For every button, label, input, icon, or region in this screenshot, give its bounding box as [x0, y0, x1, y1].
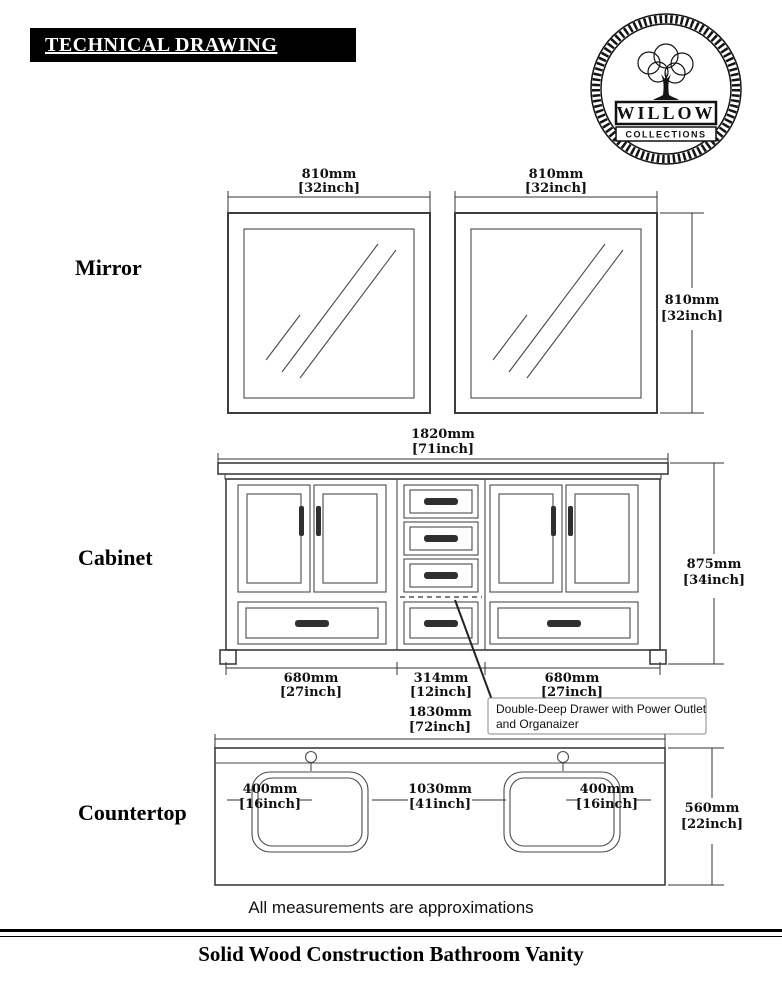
footer-rule-thick: [0, 929, 782, 932]
dim-text: 1830mm: [408, 705, 472, 720]
dim-text: [16inch]: [239, 797, 301, 812]
dim-text: [12inch]: [410, 685, 472, 700]
dim-text: 400mm: [243, 782, 298, 797]
cabinet-leg-left: [219, 649, 237, 665]
dim-text: 875mm: [687, 557, 742, 572]
dim-text: 400mm: [580, 782, 635, 797]
dim-text: 810mm: [302, 167, 357, 182]
dim-text: [72inch]: [409, 720, 471, 735]
dim-text: [16inch]: [576, 797, 638, 812]
faucet-left-icon: [304, 750, 318, 764]
dim-mirror-right-width: 810mm [32inch]: [454, 167, 658, 212]
dim-mirror-height: 810mm [32inch]: [660, 212, 723, 414]
double-deep-drawer-callout: Double-Deep Drawer with Power Outlet and…: [454, 599, 707, 735]
dim-countertop-depth: 560mm [22inch]: [668, 747, 743, 886]
dim-text: [41inch]: [409, 797, 471, 812]
faucet-right-icon: [556, 750, 570, 764]
cabinet-leg-right: [649, 649, 667, 665]
mirror-left-drawing: [227, 212, 431, 414]
logo-name-bottom: COLLECTIONS: [626, 130, 707, 140]
dim-text: [32inch]: [298, 181, 360, 196]
section-label-countertop: Countertop: [78, 800, 187, 825]
sink-right: [503, 771, 621, 853]
dim-cabinet-bottom: 680mm [27inch] 314mm [12inch] 680mm [27i…: [225, 662, 661, 700]
dim-text: [27inch]: [541, 685, 603, 700]
logo-name-top: WILLOW: [616, 103, 715, 123]
callout-text-line2: and Organaizer: [496, 717, 579, 731]
dim-text: [32inch]: [661, 309, 723, 324]
willow-collections-logo: WILLOW COLLECTIONS: [590, 13, 742, 165]
logo-outer-ring: [590, 13, 742, 165]
dim-text: 560mm: [685, 801, 740, 816]
logo-sub-box: [615, 126, 717, 142]
logo-rope-ring: [592, 15, 740, 163]
dim-text: [27inch]: [280, 685, 342, 700]
dim-text: 1820mm: [411, 427, 475, 442]
section-label-cabinet: Cabinet: [78, 545, 153, 570]
page-title: TECHNICAL DRAWING: [45, 33, 278, 56]
tree-trunk: [653, 72, 679, 100]
dim-text: 810mm: [665, 293, 720, 308]
countertop-drawing: [214, 747, 666, 886]
dim-countertop-inner: 400mm [16inch] 1030mm [41inch] 400mm [16…: [227, 782, 651, 812]
logo-inner-ring: [600, 23, 732, 155]
dim-cabinet-width: 1820mm [71inch]: [217, 427, 669, 463]
footer-title: Solid Wood Construction Bathroom Vanity: [198, 942, 584, 966]
measurements-note: All measurements are approximations: [248, 898, 534, 917]
cabinet-drawing: [217, 462, 669, 665]
logo-name-box: [614, 100, 718, 126]
dim-countertop-width: 1830mm [72inch]: [214, 705, 666, 748]
dim-text: 314mm: [414, 671, 469, 686]
dim-mirror-left-width: 810mm [32inch]: [227, 167, 431, 212]
section-label-mirror: Mirror: [75, 255, 142, 280]
dim-text: 1030mm: [408, 782, 472, 797]
tree-icon: [637, 43, 694, 100]
sink-left: [251, 771, 369, 853]
header-bar: TECHNICAL DRAWING: [30, 28, 356, 62]
footer-rule-thin: [0, 936, 782, 937]
dim-cabinet-height: 875mm [34inch]: [668, 462, 745, 665]
dim-text: [22inch]: [681, 817, 743, 832]
dim-text: [71inch]: [412, 442, 474, 457]
callout-text-line1: Double-Deep Drawer with Power Outlet: [496, 702, 707, 716]
dim-text: [34inch]: [683, 573, 745, 588]
dim-text: [32inch]: [525, 181, 587, 196]
dim-text: 680mm: [284, 671, 339, 686]
dim-text: 810mm: [529, 167, 584, 182]
mirror-right-drawing: [454, 212, 658, 414]
dim-text: 680mm: [545, 671, 600, 686]
